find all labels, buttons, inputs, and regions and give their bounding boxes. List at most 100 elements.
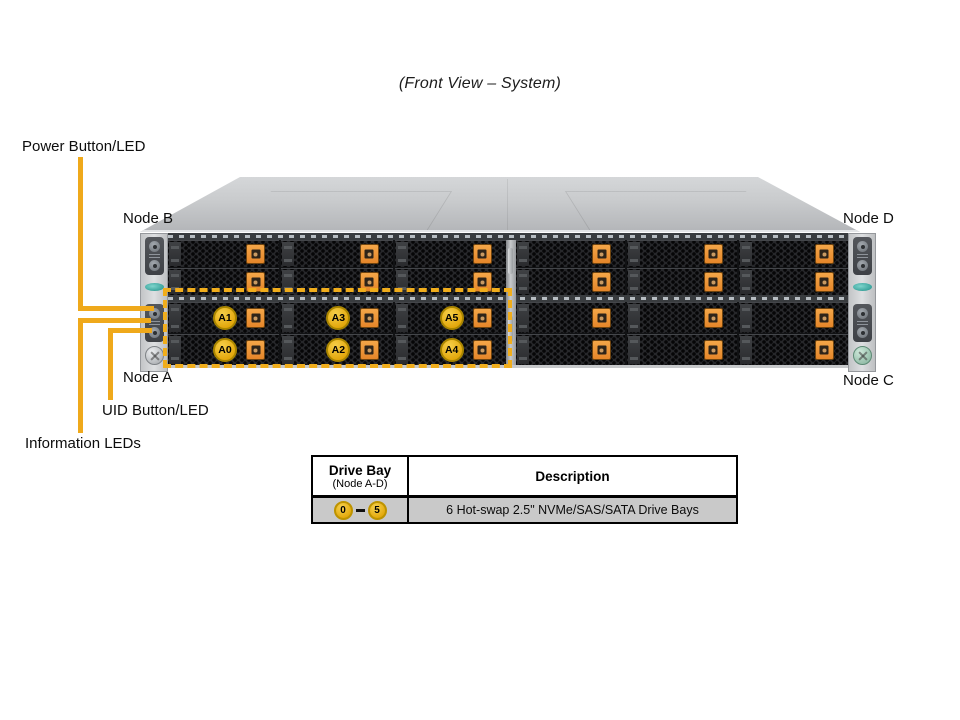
power-button-icon — [149, 241, 160, 252]
latch-lock — [708, 345, 718, 355]
tray-handle — [395, 304, 408, 332]
drive-tray — [738, 302, 848, 333]
drive-bay-header-title: Drive Bay — [328, 462, 392, 478]
tray-release-latch-icon — [592, 340, 612, 360]
drive-bay-quadrant-node-b — [168, 240, 506, 295]
tray-handle — [739, 336, 752, 364]
drive-tray: A2 — [281, 334, 393, 365]
tray-handle — [739, 270, 752, 294]
drive-bay-header-subtitle: (Node A-D) — [332, 477, 388, 490]
lid-center-seam — [507, 179, 508, 232]
tray-handle — [628, 304, 641, 332]
drive-tray: A0 — [168, 334, 280, 365]
power-button-label: Power Button/LED — [22, 138, 146, 155]
latch-pin — [253, 316, 258, 320]
drive-tray — [627, 334, 737, 365]
tray-handle — [169, 336, 181, 364]
latch-pin — [711, 316, 716, 320]
bay-label-badge: A1 — [213, 306, 237, 330]
uid-button-icon — [857, 327, 868, 338]
bay-description-cell: 6 Hot-swap 2.5" NVMe/SAS/SATA Drive Bays — [446, 503, 699, 517]
latch-pin — [711, 348, 716, 352]
figure-title: (Front View – System) — [398, 75, 562, 92]
latch-pin — [599, 316, 604, 320]
power-callout-line-horizontal — [78, 306, 154, 311]
latch-lock — [364, 249, 374, 259]
tray-release-latch-icon — [814, 340, 834, 360]
latch-lock — [708, 249, 718, 259]
tray-handle — [628, 336, 641, 364]
tray-release-latch-icon — [592, 272, 612, 292]
tray-handle — [282, 304, 295, 332]
latch-pin — [367, 280, 372, 284]
latch-lock — [251, 345, 261, 355]
bay-number-badge: 0 — [333, 500, 353, 520]
table-header-row: Drive Bay (Node A-D) Description — [313, 457, 736, 498]
drive-tray — [627, 240, 737, 267]
drive-tray — [516, 302, 626, 333]
latch-pin — [480, 252, 485, 256]
latch-pin — [480, 280, 485, 284]
tray-handle — [169, 242, 181, 266]
tray-release-latch-icon — [592, 308, 612, 328]
node-a-label: Node A — [123, 369, 173, 386]
drive-tray — [516, 334, 626, 365]
node-d-control-panel — [853, 237, 872, 275]
drive-tray: A1 — [168, 302, 280, 333]
supermicro-logo — [853, 283, 872, 291]
drive-bay-row — [516, 334, 848, 365]
left-rack-ear — [140, 233, 168, 372]
latch-pin — [711, 280, 716, 284]
drive-tray — [394, 240, 506, 267]
right-rack-ear — [848, 233, 876, 372]
tray-release-latch-icon — [246, 244, 266, 264]
latch-pin — [253, 348, 258, 352]
drive-tray — [738, 240, 848, 267]
tray-release-latch-icon — [472, 308, 492, 328]
latch-lock — [251, 249, 261, 259]
tray-release-latch-icon — [359, 308, 379, 328]
tray-release-latch-icon — [814, 272, 834, 292]
drive-tray — [627, 268, 737, 295]
lid-right-panel-seam — [564, 191, 773, 232]
latch-pin — [822, 348, 827, 352]
latch-lock — [597, 313, 607, 323]
thumbscrew-icon — [145, 346, 164, 365]
latch-lock — [819, 277, 829, 287]
uid-button-icon — [149, 327, 160, 338]
tray-handle — [282, 336, 295, 364]
tray-release-latch-icon — [814, 308, 834, 328]
bay-label-badge: A5 — [439, 306, 464, 330]
latch-pin — [822, 280, 827, 284]
lid-front-edge — [140, 230, 860, 232]
tray-handle — [517, 242, 529, 266]
tray-release-latch-icon — [472, 340, 492, 360]
tray-handle — [517, 304, 529, 332]
info-callout-line-vertical — [78, 318, 83, 433]
tray-release-latch-icon — [359, 340, 379, 360]
latch-lock — [364, 277, 374, 287]
drive-bay-table: Drive Bay (Node A-D) Description 0 5 6 H… — [311, 455, 738, 524]
tray-release-latch-icon — [246, 340, 266, 360]
drive-bay-quadrant-node-d — [516, 240, 848, 295]
latch-pin — [599, 252, 604, 256]
latch-pin — [822, 316, 827, 320]
tray-release-latch-icon — [814, 244, 834, 264]
latch-lock — [477, 277, 487, 287]
tray-release-latch-icon — [703, 340, 723, 360]
latch-pin — [480, 316, 485, 320]
information-leds-icon — [857, 321, 868, 326]
uid-callout-line-vertical — [108, 328, 113, 400]
latch-pin — [822, 252, 827, 256]
bay-label-badge: A4 — [439, 338, 464, 362]
power-button-icon — [857, 308, 868, 319]
latch-lock — [477, 249, 487, 259]
tray-handle — [517, 336, 529, 364]
tray-handle — [517, 270, 529, 294]
latch-lock — [819, 313, 829, 323]
latch-lock — [708, 313, 718, 323]
node-b-label: Node B — [123, 210, 174, 227]
